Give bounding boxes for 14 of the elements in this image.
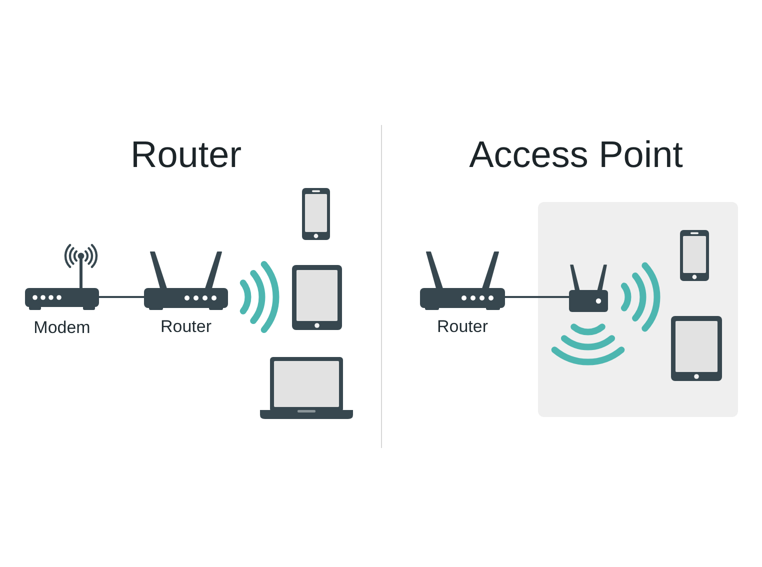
cable-line bbox=[505, 296, 569, 298]
laptop-icon bbox=[260, 357, 353, 419]
device-label: Router bbox=[160, 316, 212, 336]
access-point-icon bbox=[569, 262, 608, 312]
device-label: Router bbox=[436, 316, 488, 336]
tablet-icon bbox=[292, 265, 342, 330]
tablet-icon bbox=[671, 316, 722, 381]
background-panel bbox=[538, 202, 738, 417]
smartphone-icon bbox=[302, 188, 330, 240]
section-heading: Router bbox=[130, 133, 242, 177]
section-heading: Access Point bbox=[469, 133, 683, 177]
smartphone-icon bbox=[680, 230, 709, 281]
cable-line bbox=[99, 296, 144, 298]
device-label: Modem bbox=[34, 318, 90, 338]
